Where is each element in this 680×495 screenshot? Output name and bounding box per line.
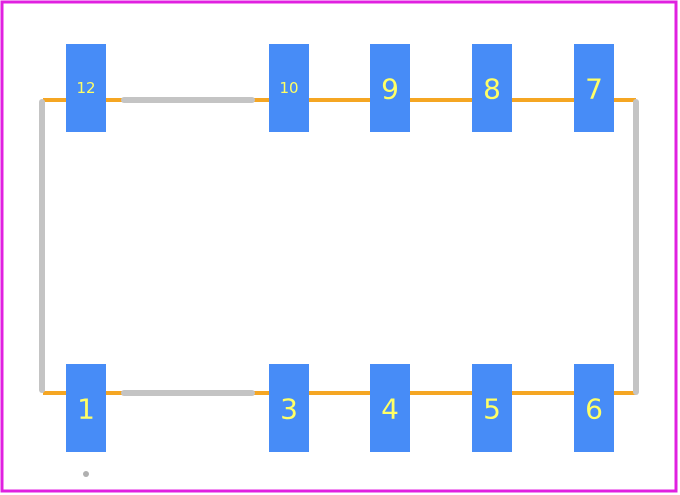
pad[interactable]: 4: [370, 364, 410, 452]
copper-traces: [43, 98, 636, 395]
pad-label: 5: [483, 393, 501, 426]
pad[interactable]: 12: [66, 44, 106, 132]
pad-label: 12: [76, 79, 95, 97]
pad-shape: [472, 364, 512, 452]
pad-shape: [370, 364, 410, 452]
pad[interactable]: 9: [370, 44, 410, 132]
pad-label: 9: [381, 73, 399, 106]
silkscreen-outline: [39, 97, 639, 396]
pad[interactable]: 7: [574, 44, 614, 132]
pad[interactable]: 1: [66, 364, 106, 452]
pad[interactable]: 10: [269, 44, 309, 132]
pad-shape: [66, 44, 106, 132]
pad-shape: [269, 44, 309, 132]
pad-shape: [574, 44, 614, 132]
top-pad-row: 12 10 9 8 7: [66, 44, 614, 132]
pad-shape: [574, 364, 614, 452]
pad[interactable]: 3: [269, 364, 309, 452]
pad-label: 8: [483, 73, 501, 106]
pad-shape: [269, 364, 309, 452]
pad-label: 3: [280, 393, 298, 426]
pad-shape: [472, 44, 512, 132]
pad-label: 1: [77, 393, 95, 426]
pad[interactable]: 5: [472, 364, 512, 452]
pad[interactable]: 8: [472, 44, 512, 132]
pad[interactable]: 6: [574, 364, 614, 452]
pad-shape: [66, 364, 106, 452]
pad-shape: [370, 44, 410, 132]
pin1-marker-dot: [83, 471, 89, 477]
pad-label: 4: [381, 393, 399, 426]
pad-label: 10: [279, 79, 298, 97]
pad-label: 6: [585, 393, 603, 426]
bottom-pad-row: 1 3 4 5 6: [66, 364, 614, 452]
pad-label: 7: [585, 73, 603, 106]
